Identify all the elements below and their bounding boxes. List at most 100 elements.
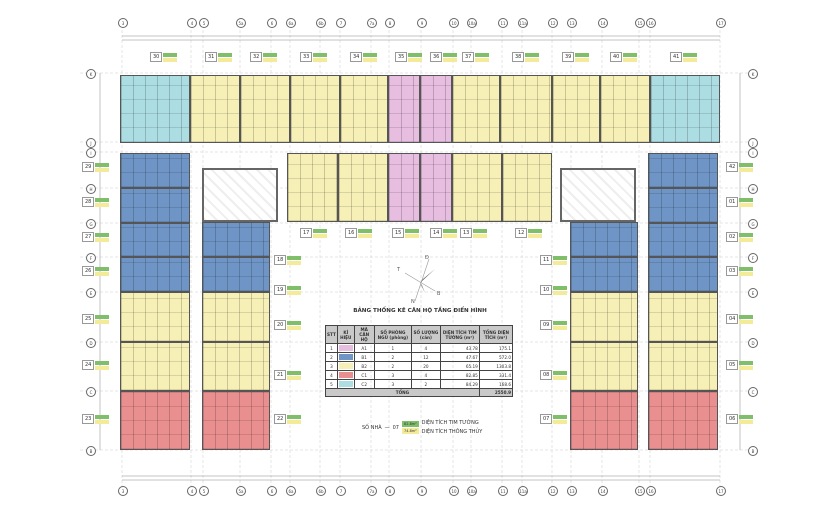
legend-net-label: DIỆN TÍCH THÔNG THỦY [421, 429, 483, 435]
gross-area-swatch [553, 285, 568, 290]
unit-number: 29 [82, 162, 95, 172]
total-area: 572.0 [478, 352, 514, 362]
unit-number: 08 [540, 370, 553, 380]
stair-elevator-core [202, 168, 278, 222]
net-area-swatch [739, 202, 754, 207]
unit-code: A1 [353, 343, 375, 353]
unit-area: 82.85 [439, 370, 480, 380]
gross-area-swatch [95, 162, 110, 167]
unit-tag: 16 [345, 228, 373, 238]
net-area-swatch [313, 233, 328, 238]
gross-area-swatch [739, 162, 754, 167]
net-area-swatch [287, 419, 302, 424]
unit-number: 38 [512, 52, 525, 62]
table-row: 4 C1 3 4 82.85 331.4 [325, 370, 514, 380]
unit-number: 13 [460, 228, 473, 238]
gross-area-swatch [313, 52, 328, 57]
gross-area-swatch [475, 52, 490, 57]
gross-area-swatch [95, 360, 110, 365]
legend-gross-area: 82.8m² [402, 421, 419, 427]
unit-number: 34 [350, 52, 363, 62]
stt: 3 [325, 361, 338, 371]
row-axis-bubble: K [748, 69, 758, 79]
gross-area-swatch [218, 52, 233, 57]
apartment-unit-b2 [500, 75, 552, 143]
compass-south: B [437, 291, 441, 297]
gross-area-swatch [553, 320, 568, 325]
row-axis-bubble: B [748, 446, 758, 456]
net-area-swatch [95, 167, 110, 172]
bedrooms: 1 [373, 343, 413, 353]
apartment-unit-b1 [648, 223, 718, 257]
column-axis-bubble: 6b [316, 486, 326, 496]
apartment-unit-c1 [570, 391, 638, 450]
row-axis-bubble: I [86, 148, 96, 158]
apartment-unit-b1 [120, 223, 190, 257]
unit-tag: 36 [430, 52, 458, 62]
apartment-unit-b2 [552, 75, 600, 143]
unit-tag: 34 [350, 52, 378, 62]
gross-area-swatch [287, 285, 302, 290]
column-axis-bubble: 13 [567, 486, 577, 496]
color-swatch [336, 352, 355, 362]
row-axis-bubble: E [86, 288, 96, 298]
unit-tag: 09 [540, 320, 568, 330]
net-area-swatch [739, 319, 754, 324]
row-axis-bubble: D [748, 338, 758, 348]
unit-tag: 21 [274, 370, 302, 380]
column-axis-bubble: 15 [635, 18, 645, 28]
gross-area-swatch [358, 228, 373, 233]
unit-number: 36 [430, 52, 443, 62]
unit-count: 2 [411, 379, 441, 389]
gross-area-swatch [95, 266, 110, 271]
apartment-unit-b2 [570, 342, 638, 391]
unit-number: 19 [274, 285, 287, 295]
net-area-swatch [313, 57, 328, 62]
unit-tag: 22 [274, 414, 302, 424]
unit-tag: 05 [726, 360, 754, 370]
unit-tag: 13 [460, 228, 488, 238]
unit-tag: 39 [562, 52, 590, 62]
net-area-swatch [163, 57, 178, 62]
unit-tag: 25 [82, 314, 110, 324]
unit-tag: 02 [726, 232, 754, 242]
column-axis-bubble: 3 [118, 18, 128, 28]
compass-north: N [411, 299, 415, 305]
unit-number: 30 [150, 52, 163, 62]
unit-tag: 01 [726, 197, 754, 207]
unit-tag: 18 [274, 255, 302, 265]
unit-tag: 19 [274, 285, 302, 295]
col-header: SỐ PHÒNG NGỦ (phòng) [373, 325, 413, 344]
unit-number: 06 [726, 414, 739, 424]
unit-number: 39 [562, 52, 575, 62]
apartment-unit-b1 [570, 222, 638, 257]
gross-area-swatch [443, 228, 458, 233]
column-axis-bubble: 15 [635, 486, 645, 496]
color-swatch [336, 361, 355, 371]
compass-rose: Đ T B N [395, 255, 445, 307]
unit-number: 15 [392, 228, 405, 238]
row-axis-bubble: H [86, 184, 96, 194]
net-area-swatch [739, 365, 754, 370]
gross-area-swatch [408, 52, 423, 57]
unit-tag: 32 [250, 52, 278, 62]
table-title: BẢNG THỐNG KÊ CĂN HỘ TẦNG ĐIỂN HÌNH [353, 308, 487, 314]
unit-number: 01 [726, 197, 739, 207]
color-swatch [336, 379, 355, 389]
net-area-swatch [553, 419, 568, 424]
net-area-swatch [739, 237, 754, 242]
column-axis-bubble: 11a [518, 486, 528, 496]
column-axis-bubble: 3 [118, 486, 128, 496]
unit-number: 04 [726, 314, 739, 324]
row-axis-bubble: G [748, 219, 758, 229]
total-area: 168.6 [478, 379, 514, 389]
color-swatch [336, 370, 355, 380]
gross-area-swatch [287, 414, 302, 419]
net-area-swatch [287, 375, 302, 380]
column-axis-bubble: 16 [646, 486, 656, 496]
apartment-unit-a1 [420, 75, 452, 143]
bedrooms: 2 [373, 361, 413, 371]
unit-tag: 41 [670, 52, 698, 62]
column-axis-bubble: 9 [417, 486, 427, 496]
unit-area: 65.19 [439, 361, 480, 371]
